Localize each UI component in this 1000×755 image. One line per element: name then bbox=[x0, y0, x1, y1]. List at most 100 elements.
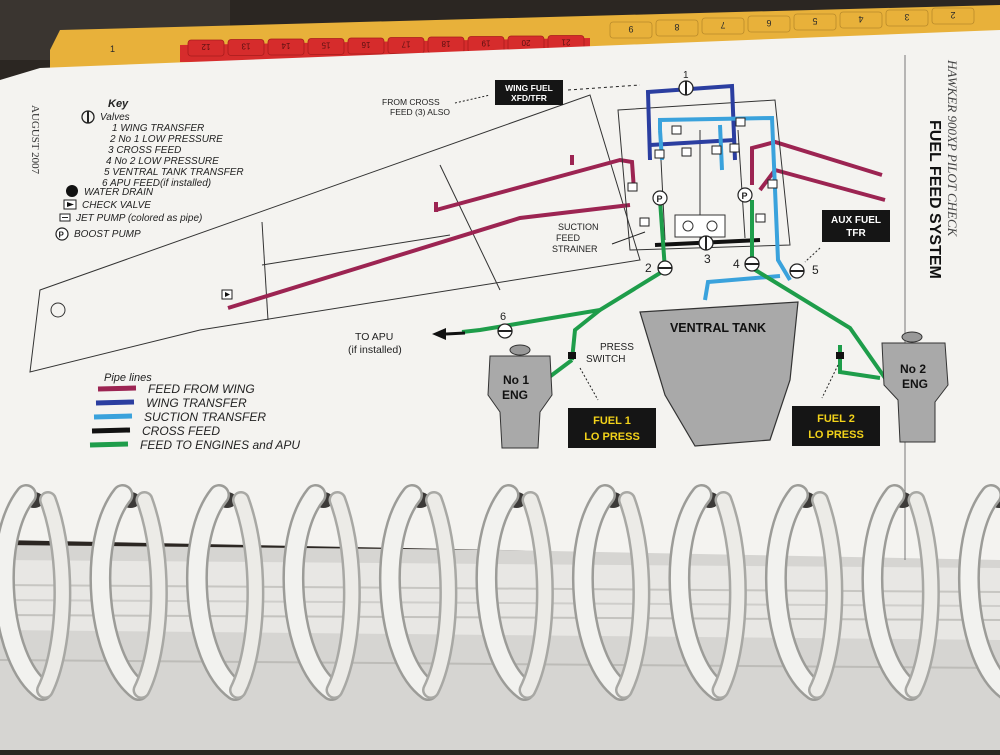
wing-outline bbox=[29, 94, 641, 373]
svg-text:9: 9 bbox=[628, 24, 633, 34]
tab-label-first[interactable]: 1 bbox=[110, 44, 115, 54]
engine-1-label-1: No 1 bbox=[503, 373, 529, 387]
key-valve-2: 2 No 1 LOW PRESSURE bbox=[109, 134, 223, 145]
valve-3-icon bbox=[698, 235, 714, 251]
ventral-tank-label: VENTRAL TANK bbox=[670, 321, 766, 335]
svg-text:7: 7 bbox=[720, 20, 725, 30]
engine-1-label-2: ENG bbox=[502, 388, 528, 402]
manual-page bbox=[0, 30, 1000, 560]
pipe-legend-item: FEED TO ENGINES and APU bbox=[89, 438, 300, 452]
tab-16[interactable]: 16 bbox=[347, 37, 385, 55]
pipe-legend-item: CROSS FEED bbox=[91, 424, 220, 438]
svg-text:19: 19 bbox=[481, 39, 490, 48]
jet-pump-icon bbox=[59, 213, 71, 222]
tab-13[interactable]: 13 bbox=[227, 39, 265, 56]
tab-3[interactable]: 3 bbox=[885, 9, 929, 27]
engine-2: No 2 ENG bbox=[881, 331, 949, 443]
svg-text:P: P bbox=[742, 191, 748, 201]
tab-7[interactable]: 7 bbox=[701, 17, 745, 35]
tab-12[interactable]: 12 bbox=[187, 39, 225, 57]
pipe-legend-swatch bbox=[93, 413, 133, 420]
tab-5[interactable]: 5 bbox=[793, 13, 837, 31]
wing-fuel-label-2: XFD/TFR bbox=[511, 93, 547, 103]
key-valve-5: 5 VENTRAL TANK TRANSFER bbox=[104, 167, 244, 178]
svg-text:6: 6 bbox=[766, 18, 771, 28]
svg-text:P: P bbox=[657, 194, 663, 204]
pipe-lines-title: Pipe lines bbox=[104, 372, 152, 384]
fuel-2-label-2: LO PRESS bbox=[808, 429, 864, 441]
svg-text:17: 17 bbox=[401, 40, 410, 49]
pipe-legend-label: FEED FROM WING bbox=[148, 382, 255, 396]
pipe-legend-label: CROSS FEED bbox=[142, 424, 220, 438]
svg-text:13: 13 bbox=[241, 42, 250, 51]
key-title: Key bbox=[108, 98, 129, 110]
valve-2-icon bbox=[657, 260, 673, 276]
svg-text:18: 18 bbox=[441, 39, 450, 48]
water-drain-icon bbox=[66, 185, 78, 197]
tab-6[interactable]: 6 bbox=[747, 15, 791, 33]
fuel-2-label-1: FUEL 2 bbox=[817, 413, 855, 425]
fuel-1-label-1: FUEL 1 bbox=[593, 415, 631, 427]
key-legend: Key Valves 1 WING TRANSFER 2 No 1 LOW PR… bbox=[55, 98, 244, 241]
wing-fuel-annunciator: WING FUEL XFD/TFR bbox=[495, 80, 563, 105]
suction-label-1: SUCTION bbox=[558, 222, 599, 232]
svg-text:14: 14 bbox=[281, 41, 290, 50]
key-valve-3: 3 CROSS FEED bbox=[108, 145, 181, 156]
binder-ring bbox=[764, 484, 844, 701]
svg-text:2: 2 bbox=[950, 10, 955, 20]
tab-2[interactable]: 2 bbox=[931, 7, 975, 25]
tab-17[interactable]: 17 bbox=[387, 37, 425, 54]
key-water-drain: WATER DRAIN bbox=[84, 187, 154, 198]
pipe-legend-label: WING TRANSFER bbox=[146, 396, 247, 410]
suction-label-3: STRAINER bbox=[552, 244, 598, 254]
valve-number-2: 2 bbox=[645, 261, 652, 275]
boost-pump-icon-letter: P bbox=[59, 231, 65, 240]
key-jet-pump: JET PUMP (colored as pipe) bbox=[75, 213, 202, 224]
pipe-legend-swatch bbox=[91, 427, 131, 434]
boost-pump-right-icon: P bbox=[737, 187, 753, 203]
svg-text:8: 8 bbox=[674, 22, 679, 32]
key-valves-label: Valves bbox=[100, 112, 130, 123]
tab-9[interactable]: 9 bbox=[609, 21, 653, 39]
tab-15[interactable]: 15 bbox=[307, 38, 345, 55]
suction-label-2: FEED bbox=[556, 233, 581, 243]
valve-4-icon bbox=[744, 256, 760, 272]
binder-ring bbox=[475, 484, 554, 701]
tab-4[interactable]: 4 bbox=[839, 11, 883, 29]
svg-text:5: 5 bbox=[812, 16, 817, 26]
binder-ring bbox=[571, 484, 651, 701]
pipe-legend-item: WING TRANSFER bbox=[95, 396, 247, 410]
valve-5-icon bbox=[789, 263, 805, 279]
engine-2-label-1: No 2 bbox=[900, 362, 926, 376]
valve-number-3: 3 bbox=[704, 252, 711, 266]
svg-text:20: 20 bbox=[521, 38, 530, 47]
binder-ring bbox=[185, 484, 265, 701]
binder-ring bbox=[668, 484, 747, 701]
press-switch-label-2: SWITCH bbox=[586, 354, 625, 365]
svg-text:4: 4 bbox=[858, 14, 863, 24]
from-cross-label: FROM CROSS bbox=[382, 97, 440, 107]
svg-text:15: 15 bbox=[321, 41, 330, 50]
valve-1-icon bbox=[678, 80, 694, 96]
press-switch-label-1: PRESS bbox=[600, 342, 634, 353]
engine-2-label-2: ENG bbox=[902, 377, 928, 391]
binder-ring bbox=[282, 484, 361, 701]
tab-14[interactable]: 14 bbox=[267, 38, 305, 56]
tab-8[interactable]: 8 bbox=[655, 19, 699, 37]
binder-rings bbox=[0, 484, 1000, 701]
pipe-legend-label: FEED TO ENGINES and APU bbox=[140, 438, 300, 452]
pipe-check-valves bbox=[627, 117, 778, 227]
key-valve-6: 6 APU FEED(if installed) bbox=[102, 178, 211, 189]
binder-ring bbox=[89, 484, 168, 701]
pipe-legend-swatch bbox=[89, 441, 129, 448]
boost-pump-icon bbox=[55, 227, 69, 241]
binder-ring bbox=[378, 484, 458, 701]
page-date: AUGUST 2007 bbox=[29, 105, 41, 175]
tab-18[interactable]: 18 bbox=[427, 36, 465, 54]
fuel-1-label-2: LO PRESS bbox=[584, 431, 640, 443]
feed-to-engines-pipes bbox=[461, 199, 887, 380]
binder-ring bbox=[861, 484, 940, 701]
key-valve-1: 1 WING TRANSFER bbox=[112, 123, 204, 134]
